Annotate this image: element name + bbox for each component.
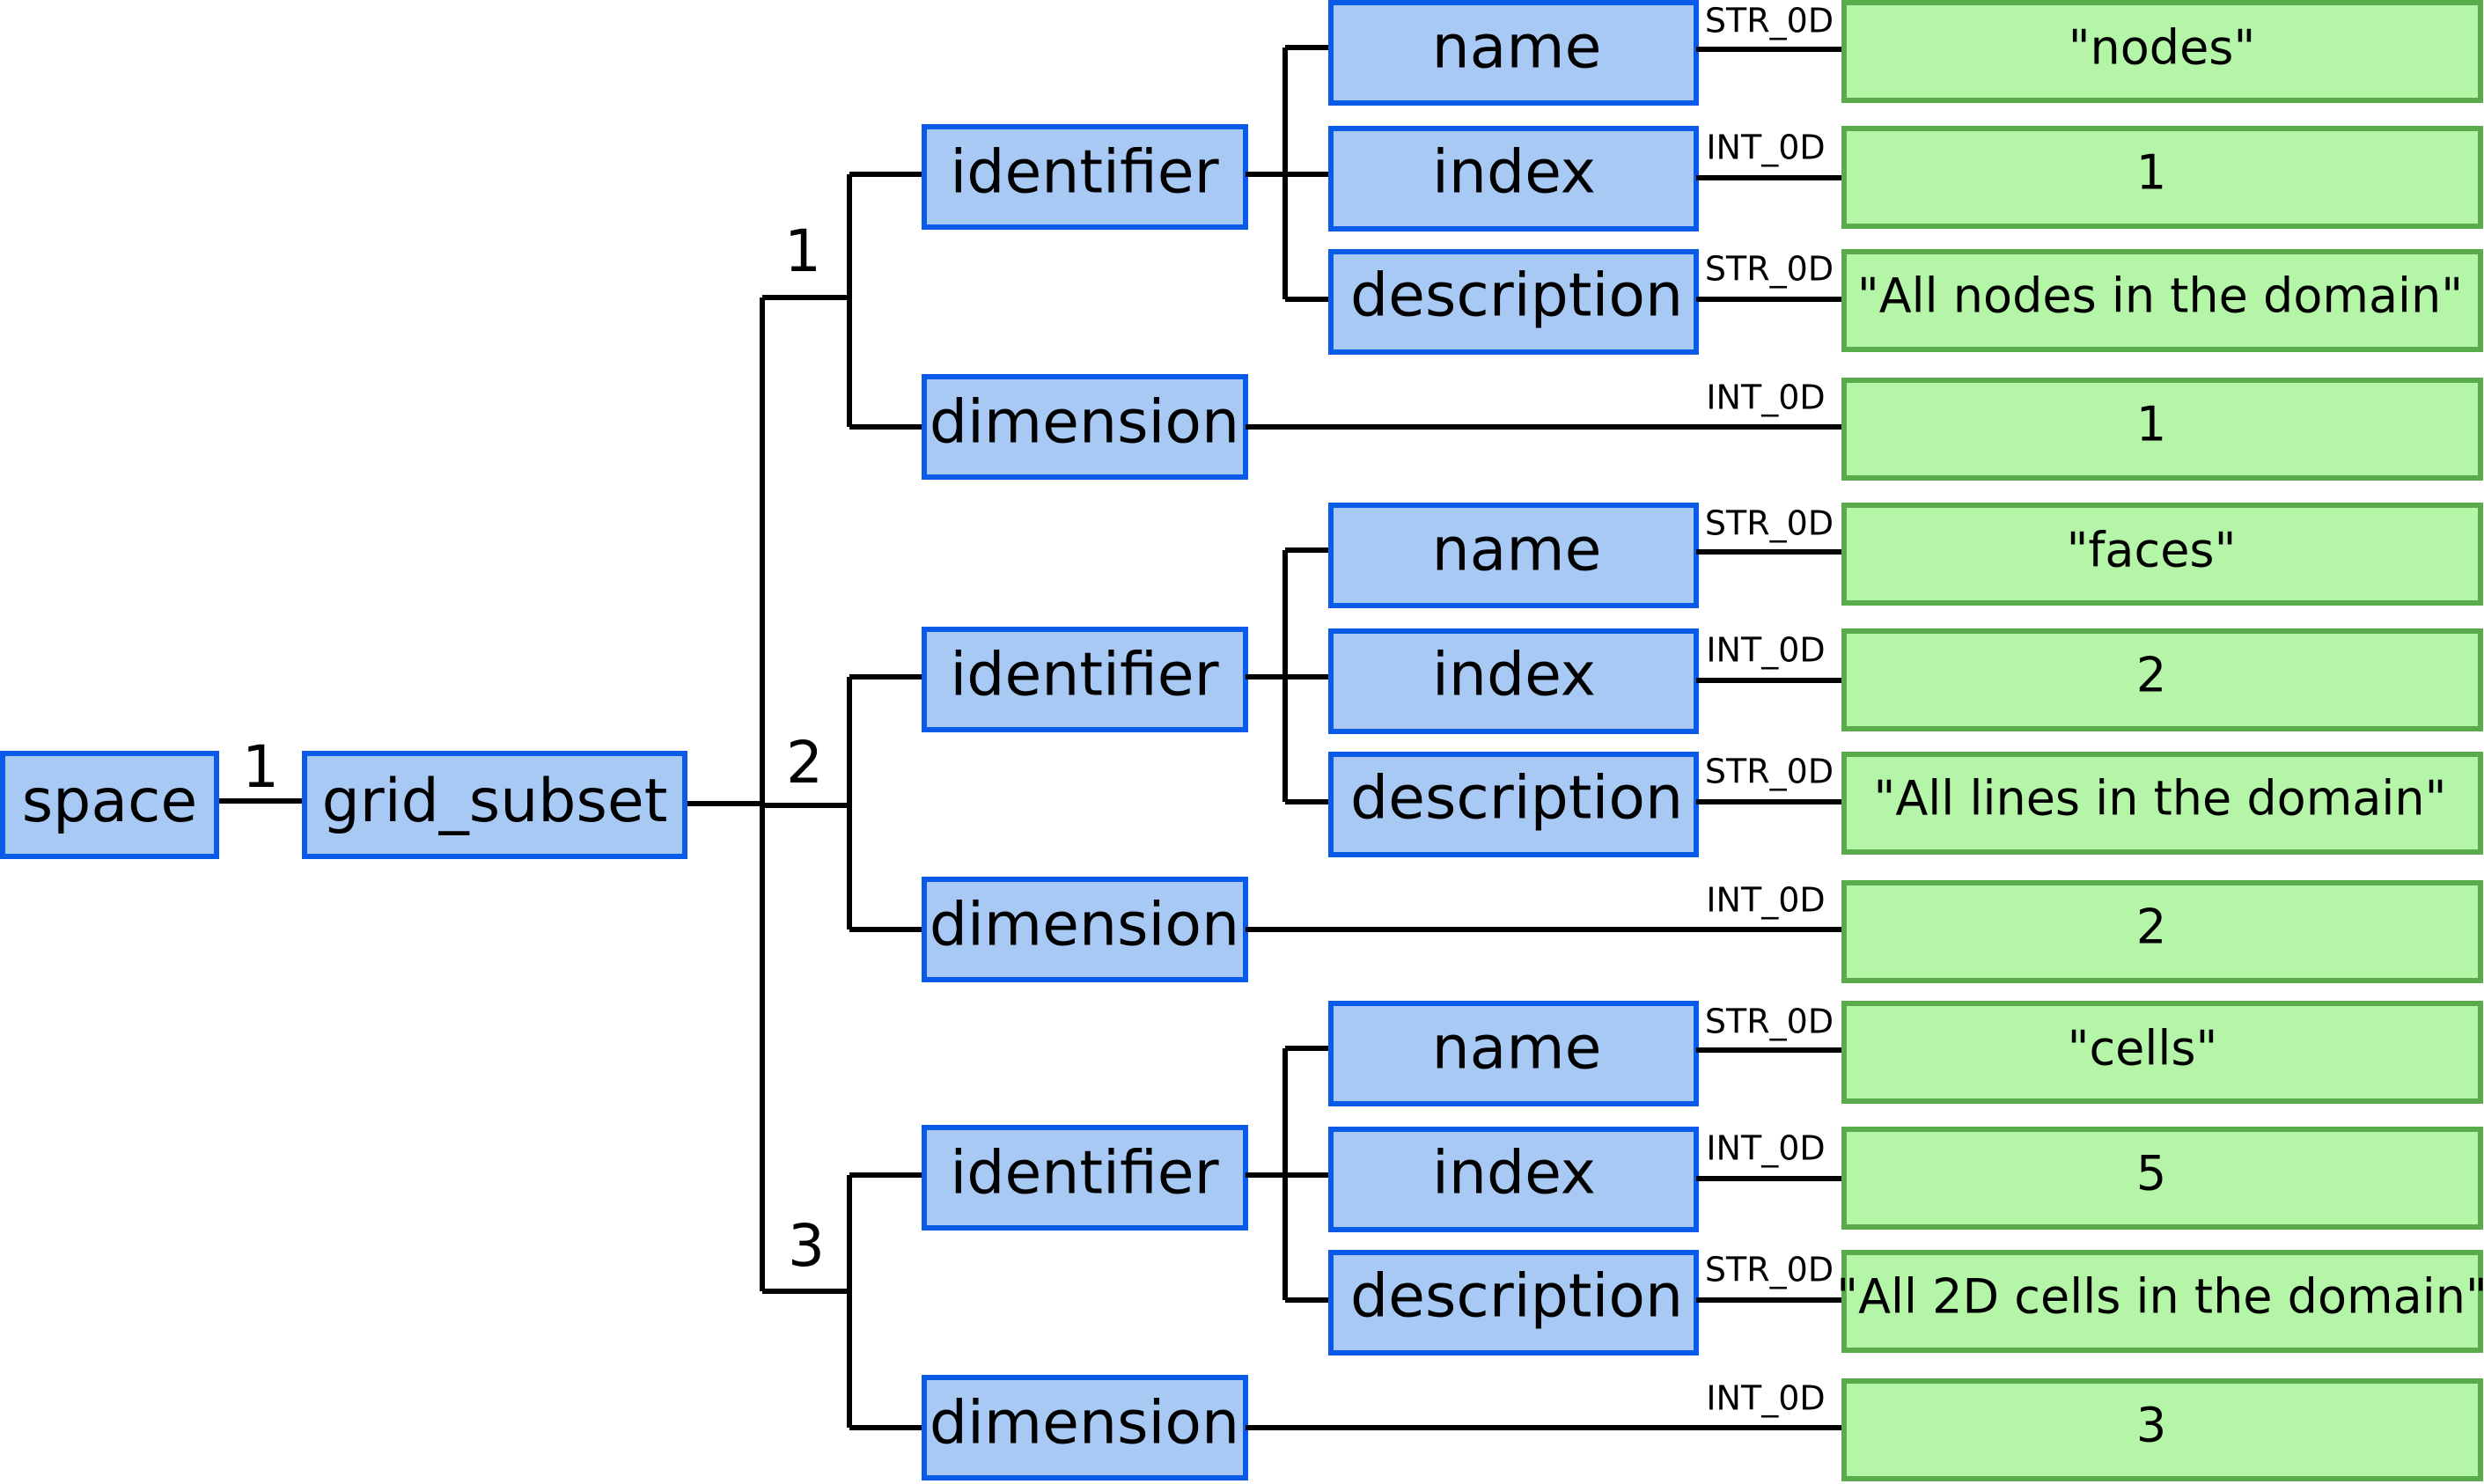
dimension-label: dimension [930,891,1239,960]
dimension-value-box: 1 [1841,378,2483,481]
space-node: space [0,751,219,859]
field-description-node: description [1328,752,1699,857]
index-value-box: 2 [1841,628,2483,731]
identifier-label: identifier [950,1139,1218,1209]
field-index-label: index [1432,641,1596,710]
dimension-type-label: INT_0D [1706,378,1825,417]
subset-2: 2 identifier dimension name index descri… [762,503,2483,983]
identifier-node: identifier [922,124,1248,230]
space-label: space [22,767,197,836]
description-value-box: "All nodes in the domain" [1841,249,2483,352]
dimension-type-label: INT_0D [1706,1379,1825,1418]
name-type-label: STR_0D [1705,504,1834,543]
description-value-label: "All 2D cells in the domain" [1836,1269,2484,1325]
field-index-label: index [1432,1139,1596,1209]
description-value-box: "All 2D cells in the domain" [1836,1250,2484,1353]
field-name-label: name [1432,1014,1602,1084]
dimension-value-label: 2 [2136,900,2166,955]
index-value-label: 5 [2136,1146,2166,1201]
field-index-label: index [1432,138,1596,208]
description-value-box: "All lines in the domain" [1841,752,2483,855]
subset-1: 1 identifier dimension name index descri… [762,0,2483,481]
subset-index-label: 3 [788,1212,825,1280]
index-value-label: 1 [2136,145,2166,201]
field-name-node: name [1328,0,1699,106]
dimension-value-label: 1 [2136,397,2166,452]
identifier-label: identifier [950,641,1218,710]
description-type-label: STR_0D [1705,250,1834,289]
description-type-label: STR_0D [1705,753,1834,791]
dimension-node: dimension [922,374,1248,480]
field-name-label: name [1432,13,1602,83]
dimension-value-box: 2 [1841,880,2483,983]
field-index-node: index [1328,628,1699,734]
index-type-label: INT_0D [1706,1129,1825,1168]
field-description-label: description [1350,764,1683,834]
dimension-label: dimension [930,388,1239,458]
dimension-value-box: 3 [1841,1378,2483,1481]
name-value-box: "faces" [1841,503,2483,606]
subset-3: 3 identifier dimension name index descri… [762,1001,2484,1481]
grid-subset-node: grid_subset [302,751,687,859]
field-name-node: name [1328,1001,1699,1106]
index-type-label: INT_0D [1706,631,1825,670]
name-value-label: "faces" [2067,523,2237,578]
index-value-box: 5 [1841,1127,2483,1230]
identifier-label: identifier [950,138,1218,208]
grid-subset-label: grid_subset [322,767,668,836]
dimension-node: dimension [922,877,1248,982]
name-value-label: "nodes" [2069,20,2256,76]
dimension-label: dimension [930,1389,1239,1458]
field-description-node: description [1328,1250,1699,1355]
field-name-node: name [1328,503,1699,608]
description-type-label: STR_0D [1705,1251,1834,1289]
identifier-node: identifier [922,1125,1248,1231]
name-value-label: "cells" [2068,1021,2218,1076]
description-value-label: "All lines in the domain" [1874,771,2447,826]
subset-index-label: 1 [784,217,821,285]
description-value-label: "All nodes in the domain" [1857,268,2463,324]
identifier-node: identifier [922,627,1248,732]
index-type-label: INT_0D [1706,129,1825,167]
index-value-label: 2 [2136,648,2166,703]
field-index-node: index [1328,1127,1699,1232]
index-value-box: 1 [1841,126,2483,229]
name-type-label: STR_0D [1705,1003,1834,1041]
dimension-value-label: 3 [2136,1398,2166,1453]
name-value-box: "nodes" [1841,0,2483,103]
space-multiplicity-label: 1 [242,733,279,801]
field-index-node: index [1328,126,1699,231]
subset-index-label: 2 [786,729,823,797]
field-description-label: description [1350,261,1683,331]
dimension-node: dimension [922,1375,1248,1480]
field-name-label: name [1432,516,1602,585]
name-value-box: "cells" [1841,1001,2483,1104]
field-description-label: description [1350,1262,1683,1332]
name-type-label: STR_0D [1705,2,1834,40]
dimension-type-label: INT_0D [1706,881,1825,920]
field-description-node: description [1328,249,1699,355]
